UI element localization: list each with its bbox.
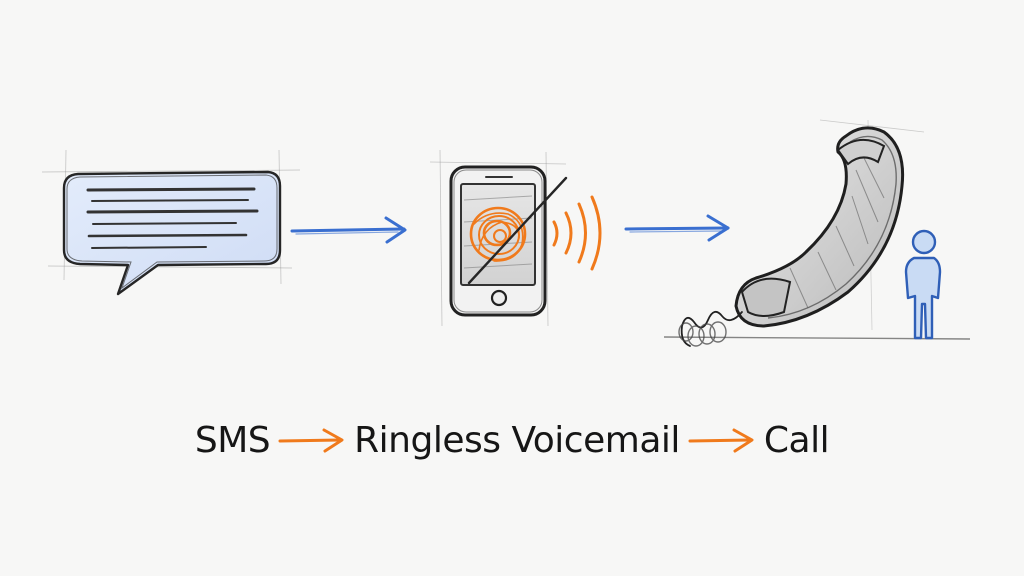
sketch-illustration bbox=[41, 119, 971, 347]
chat-bubble-icon bbox=[41, 149, 301, 296]
caption-arrow-icon bbox=[278, 428, 344, 453]
silenced-phone-icon bbox=[429, 149, 602, 327]
phone-handset-icon bbox=[663, 119, 971, 347]
flow-arrow-sms-to-voicemail bbox=[290, 216, 407, 244]
flow-caption: SMS Ringless Voicemail Call bbox=[0, 412, 1024, 468]
step-label-call: Call bbox=[763, 419, 830, 461]
flow-arrow-voicemail-to-call bbox=[624, 214, 730, 242]
step-label-ringless-voicemail: Ringless Voicemail bbox=[354, 419, 680, 461]
caption-arrow-icon bbox=[688, 428, 754, 453]
person-icon bbox=[904, 229, 942, 340]
step-label-sms: SMS bbox=[194, 419, 271, 461]
